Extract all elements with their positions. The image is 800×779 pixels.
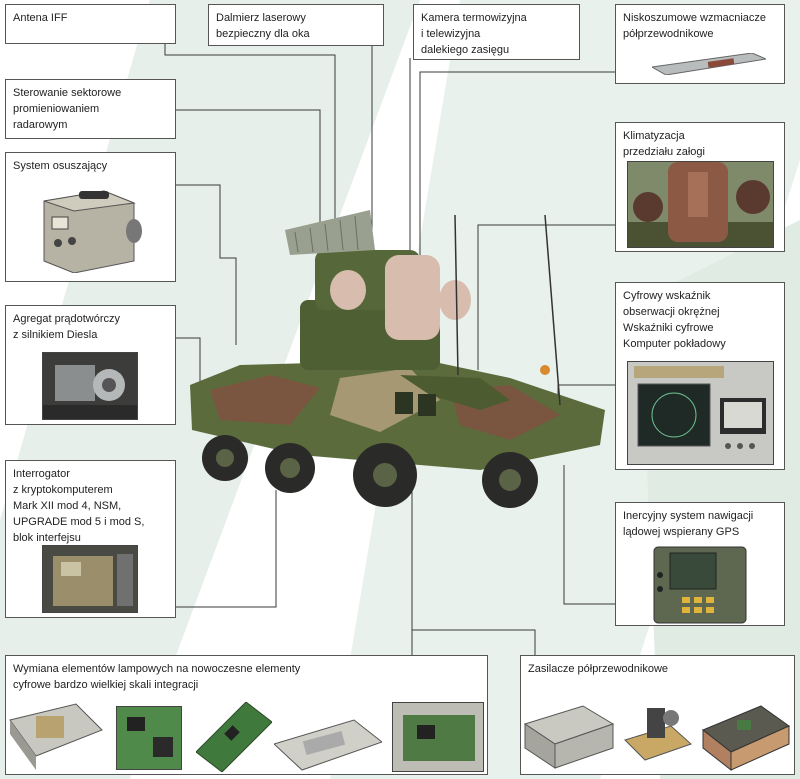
label-antenna-iff: Antena IFF [5,4,176,44]
amplifier-photo [652,53,766,75]
label-navigation-text: Inercyjny system nawigacji lądowej wspie… [623,510,754,538]
navigation-unit-photo [652,545,748,625]
label-digital-indicator-text: Cyfrowy wskaźnik obserwacji okrężnej Wsk… [623,290,726,350]
label-dehumidifier-text: System osuszający [13,160,108,172]
circuit-board-photo-3 [196,702,272,772]
label-low-noise-amplifiers-text: Niskoszumowe wzmacniacze półprzewodnikow… [623,12,767,40]
circuit-module-photo-1 [6,700,106,772]
power-supply-photo-3 [701,700,791,772]
label-air-conditioning: Klimatyzacja przedziału załogi [615,122,785,252]
label-vacuum-replacement-text: Wymiana elementów lampowych na nowoczesn… [13,663,301,691]
label-laser-rangefinder-text: Dalmierz laserowy bezpieczny dla oka [216,12,310,40]
label-low-noise-amplifiers: Niskoszumowe wzmacniacze półprzewodnikow… [615,4,785,84]
label-interrogator-text: Interrogator z kryptokomputerem Mark XII… [13,468,145,544]
circuit-module-photo-4 [274,714,382,772]
label-vacuum-replacement: Wymiana elementów lampowych na nowoczesn… [5,655,488,775]
label-air-conditioning-text: Klimatyzacja przedziału załogi [623,130,705,158]
circuit-board-photo-2 [116,706,182,770]
air-conditioning-photo [627,161,774,248]
generator-photo [42,352,138,420]
circuit-module-photo-5 [392,702,484,772]
label-diesel-generator: Agregat prądotwórczy z silnikiem Diesla [5,305,176,425]
interrogator-photo [42,545,138,613]
power-supply-photo-1 [523,700,615,772]
label-interrogator: Interrogator z kryptokomputerem Mark XII… [5,460,176,618]
label-sector-control: Sterowanie sektorowe promieniowaniem rad… [5,79,176,139]
label-laser-rangefinder: Dalmierz laserowy bezpieczny dla oka [208,4,384,46]
label-digital-indicator: Cyfrowy wskaźnik obserwacji okrężnej Wsk… [615,282,785,470]
power-supply-photo-2 [621,700,693,772]
sa8-vehicle-illustration [190,210,605,508]
label-sector-control-text: Sterowanie sektorowe promieniowaniem rad… [13,87,122,131]
label-thermal-camera: Kamera termowizyjna i telewizyjna daleki… [413,4,580,60]
display-console-photo [627,361,774,465]
label-dehumidifier: System osuszający [5,152,176,282]
label-power-supplies-text: Zasilacze półprzewodnikowe [528,663,669,675]
label-thermal-camera-text: Kamera termowizyjna i telewizyjna daleki… [421,12,527,56]
dehumidifier-photo [34,181,144,273]
label-power-supplies: Zasilacze półprzewodnikowe [520,655,795,775]
label-diesel-generator-text: Agregat prądotwórczy z silnikiem Diesla [13,313,120,341]
label-navigation: Inercyjny system nawigacji lądowej wspie… [615,502,785,626]
label-antenna-iff-text: Antena IFF [13,12,68,24]
